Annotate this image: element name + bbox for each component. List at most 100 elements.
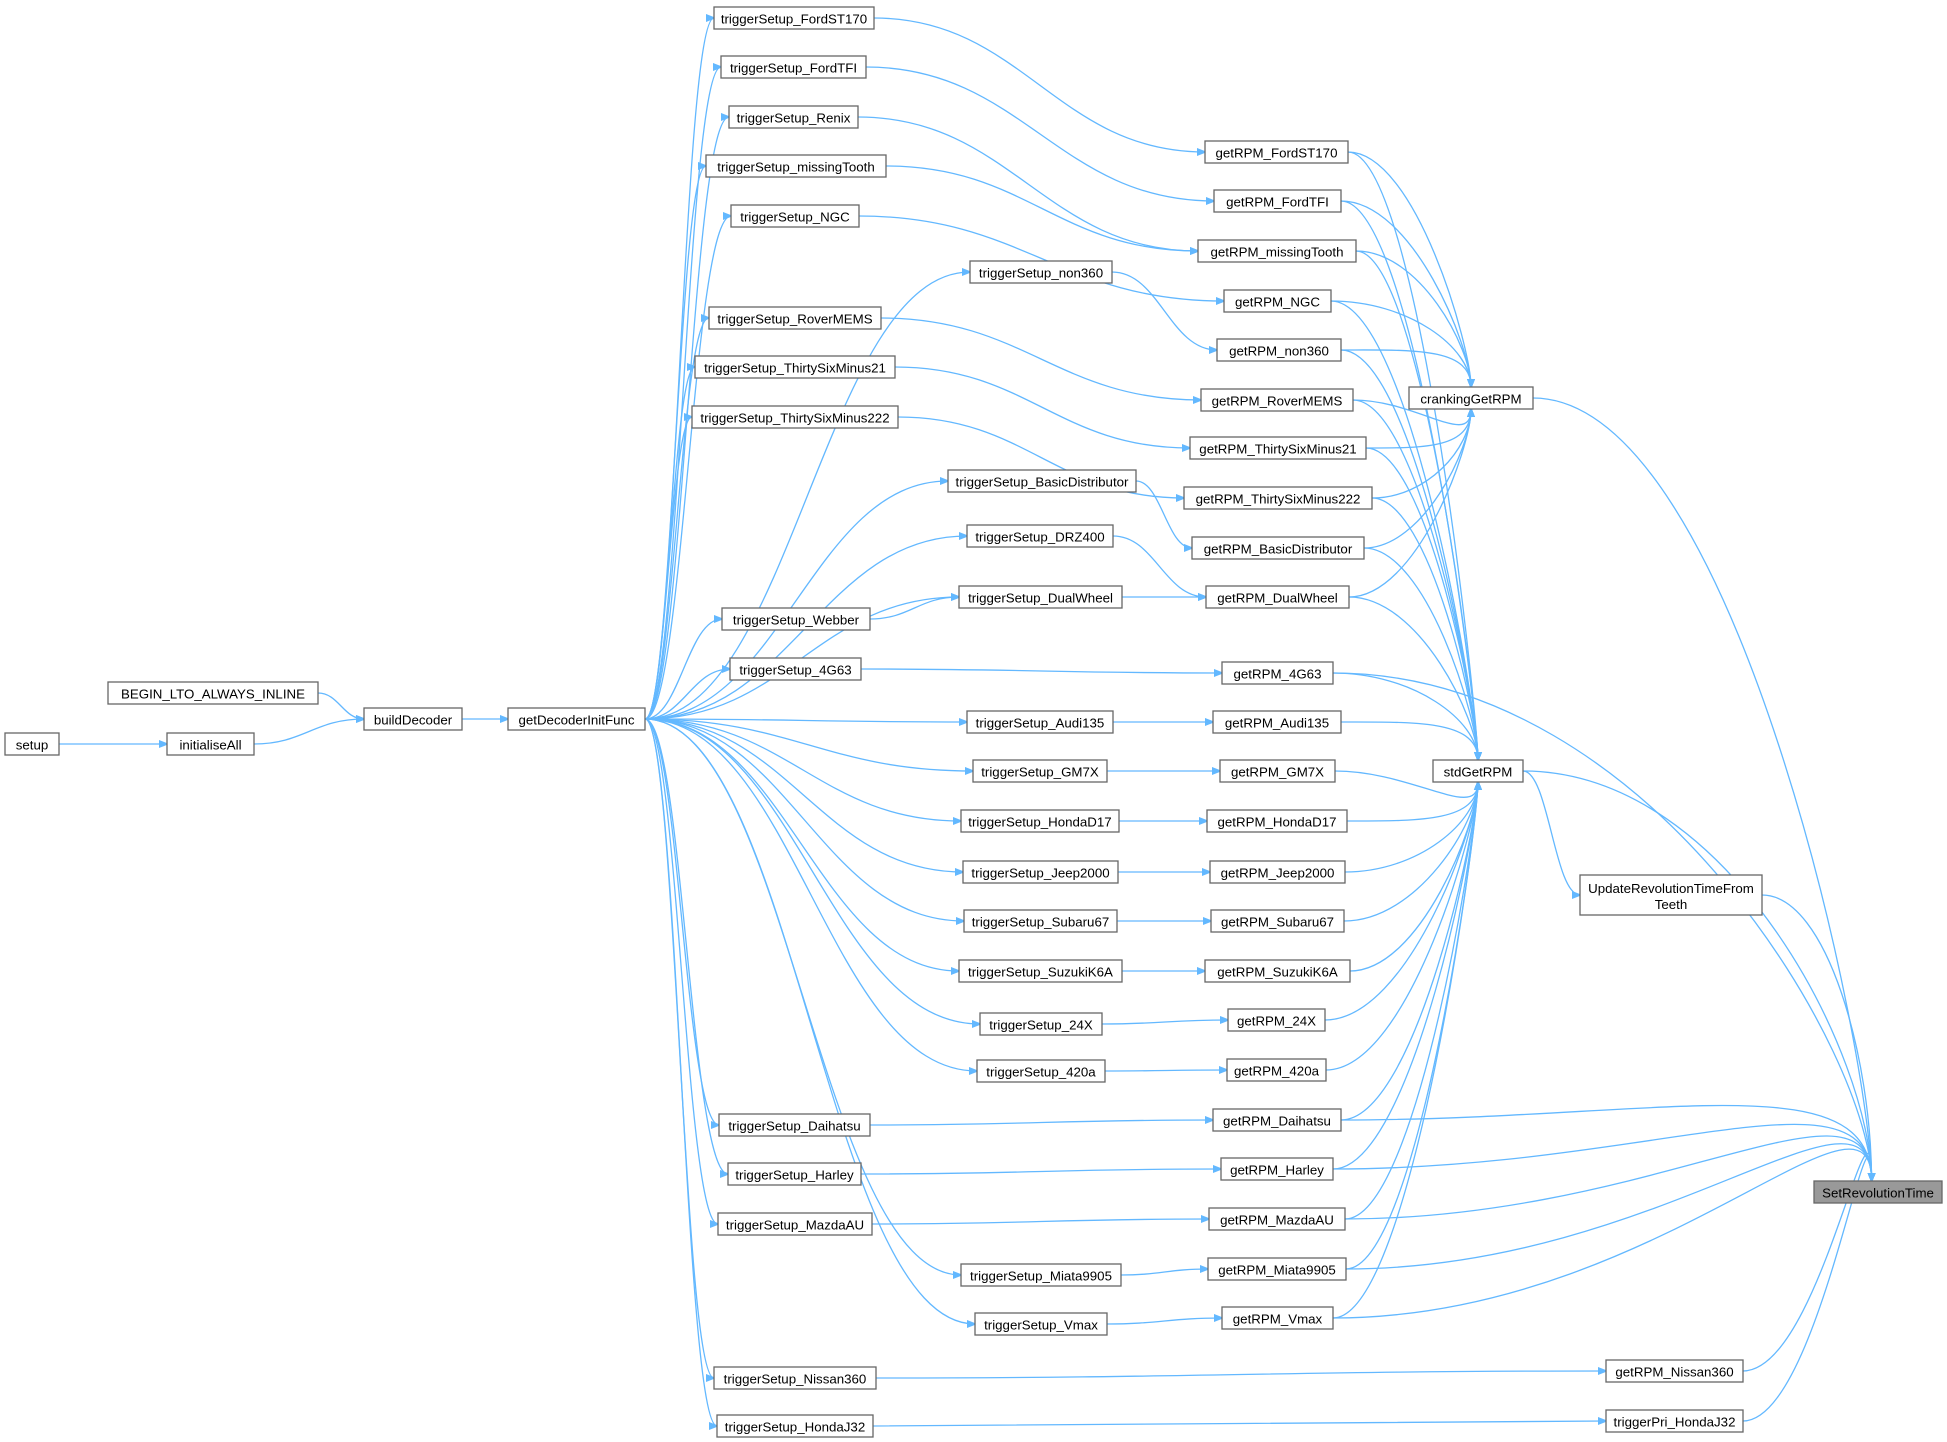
- node-box[interactable]: [694, 355, 896, 379]
- node-box[interactable]: [960, 1263, 1122, 1287]
- node-box[interactable]: [717, 1212, 873, 1236]
- node-g_24X[interactable]: getRPM_24X: [1227, 1008, 1326, 1032]
- node-box[interactable]: [1210, 909, 1345, 933]
- node-ts_420a[interactable]: triggerSetup_420a: [976, 1059, 1106, 1083]
- node-box[interactable]: [1207, 1257, 1347, 1281]
- node-box[interactable]: [1220, 1157, 1334, 1181]
- node-ts_BasicDistributor[interactable]: triggerSetup_BasicDistributor: [947, 469, 1137, 493]
- node-box[interactable]: [728, 105, 859, 129]
- node-ts_Nissan360[interactable]: triggerSetup_Nissan360: [713, 1366, 877, 1390]
- node-ts_Jeep2000[interactable]: triggerSetup_Jeep2000: [962, 860, 1119, 884]
- node-g_4G63[interactable]: getRPM_4G63: [1221, 661, 1334, 685]
- node-ts_non360[interactable]: triggerSetup_non360: [969, 260, 1113, 284]
- node-box[interactable]: [1221, 1306, 1334, 1330]
- node-SetRevolutionTime[interactable]: SetRevolutionTime: [1813, 1180, 1943, 1204]
- node-g_Subaru67[interactable]: getRPM_Subaru67: [1210, 909, 1345, 933]
- node-ts_NGC[interactable]: triggerSetup_NGC: [730, 204, 860, 228]
- node-ts_MazdaAU[interactable]: triggerSetup_MazdaAU: [717, 1212, 873, 1236]
- node-ts_Daihatsu[interactable]: triggerSetup_Daihatsu: [718, 1113, 871, 1137]
- node-ts_Harley[interactable]: triggerSetup_Harley: [727, 1162, 862, 1186]
- node-box[interactable]: [976, 1059, 1106, 1083]
- node-box[interactable]: [166, 732, 255, 756]
- node-ts_Webber[interactable]: triggerSetup_Webber: [721, 607, 871, 631]
- node-box[interactable]: [966, 710, 1114, 734]
- node-box[interactable]: [974, 1312, 1108, 1336]
- node-setup[interactable]: setup: [4, 732, 60, 756]
- node-box[interactable]: [4, 732, 60, 756]
- node-box[interactable]: [1204, 140, 1349, 164]
- node-ts_36m222[interactable]: triggerSetup_ThirtySixMinus222: [691, 405, 899, 429]
- node-box[interactable]: [1579, 874, 1763, 916]
- node-box[interactable]: [721, 607, 871, 631]
- node-box[interactable]: [713, 6, 875, 30]
- node-crankingGetRPM[interactable]: crankingGetRPM: [1408, 386, 1534, 410]
- node-box[interactable]: [1221, 661, 1334, 685]
- node-ts_24X[interactable]: triggerSetup_24X: [979, 1012, 1103, 1036]
- node-box[interactable]: [972, 759, 1108, 783]
- node-box[interactable]: [107, 681, 319, 705]
- node-tp_HondaJ32[interactable]: triggerPri_HondaJ32: [1605, 1409, 1744, 1433]
- node-box[interactable]: [1183, 486, 1373, 510]
- node-box[interactable]: [1208, 1207, 1346, 1231]
- node-box[interactable]: [1605, 1409, 1744, 1433]
- node-box[interactable]: [966, 524, 1114, 548]
- node-box[interactable]: [1212, 710, 1342, 734]
- node-box[interactable]: [1204, 959, 1351, 983]
- node-g_Nissan360[interactable]: getRPM_Nissan360: [1605, 1359, 1744, 1383]
- node-box[interactable]: [960, 809, 1120, 833]
- node-box[interactable]: [1212, 1108, 1342, 1132]
- node-g_36m222[interactable]: getRPM_ThirtySixMinus222: [1183, 486, 1373, 510]
- node-box[interactable]: [1223, 289, 1332, 313]
- node-g_Harley[interactable]: getRPM_Harley: [1220, 1157, 1334, 1181]
- node-box[interactable]: [1213, 189, 1342, 213]
- node-g_NGC[interactable]: getRPM_NGC: [1223, 289, 1332, 313]
- node-box[interactable]: [1200, 388, 1354, 412]
- node-ts_missingTooth[interactable]: triggerSetup_missingTooth: [705, 154, 887, 178]
- node-ts_SuzukiK6A[interactable]: triggerSetup_SuzukiK6A: [958, 959, 1123, 983]
- node-box[interactable]: [1432, 759, 1524, 783]
- node-box[interactable]: [730, 204, 860, 228]
- node-buildDecoder[interactable]: buildDecoder: [363, 707, 463, 731]
- node-stdGetRPM[interactable]: stdGetRPM: [1432, 759, 1524, 783]
- node-g_GM7X[interactable]: getRPM_GM7X: [1219, 759, 1336, 783]
- node-box[interactable]: [963, 909, 1118, 933]
- node-ts_Subaru67[interactable]: triggerSetup_Subaru67: [963, 909, 1118, 933]
- node-box[interactable]: [1219, 759, 1336, 783]
- node-box[interactable]: [705, 154, 887, 178]
- node-ts_Miata9905[interactable]: triggerSetup_Miata9905: [960, 1263, 1122, 1287]
- node-BEGIN_LTO[interactable]: BEGIN_LTO_ALWAYS_INLINE: [107, 681, 319, 705]
- node-ts_GM7X[interactable]: triggerSetup_GM7X: [972, 759, 1108, 783]
- node-g_FordST170[interactable]: getRPM_FordST170: [1204, 140, 1349, 164]
- node-ts_DRZ400[interactable]: triggerSetup_DRZ400: [966, 524, 1114, 548]
- node-ts_HondaD17[interactable]: triggerSetup_HondaD17: [960, 809, 1120, 833]
- node-g_HondaD17[interactable]: getRPM_HondaD17: [1206, 809, 1348, 833]
- node-box[interactable]: [979, 1012, 1103, 1036]
- node-g_DualWheel[interactable]: getRPM_DualWheel: [1205, 585, 1350, 609]
- node-g_Jeep2000[interactable]: getRPM_Jeep2000: [1209, 860, 1346, 884]
- node-ts_Audi135[interactable]: triggerSetup_Audi135: [966, 710, 1114, 734]
- node-g_missingTooth[interactable]: getRPM_missingTooth: [1197, 239, 1357, 263]
- node-ts_DualWheel[interactable]: triggerSetup_DualWheel: [958, 585, 1123, 609]
- node-box[interactable]: [713, 1366, 877, 1390]
- node-ts_4G63[interactable]: triggerSetup_4G63: [729, 657, 862, 681]
- node-box[interactable]: [962, 860, 1119, 884]
- node-g_Audi135[interactable]: getRPM_Audi135: [1212, 710, 1342, 734]
- node-g_36m21[interactable]: getRPM_ThirtySixMinus21: [1189, 436, 1367, 460]
- node-g_Vmax[interactable]: getRPM_Vmax: [1221, 1306, 1334, 1330]
- node-box[interactable]: [958, 959, 1123, 983]
- node-ts_HondaJ32[interactable]: triggerSetup_HondaJ32: [716, 1414, 874, 1438]
- node-box[interactable]: [727, 1162, 862, 1186]
- node-g_Daihatsu[interactable]: getRPM_Daihatsu: [1212, 1108, 1342, 1132]
- node-box[interactable]: [729, 657, 862, 681]
- node-ts_RoverMEMS[interactable]: triggerSetup_RoverMEMS: [708, 306, 882, 330]
- node-box[interactable]: [1216, 338, 1342, 362]
- node-box[interactable]: [720, 55, 867, 79]
- node-g_MazdaAU[interactable]: getRPM_MazdaAU: [1208, 1207, 1346, 1231]
- node-box[interactable]: [1226, 1058, 1327, 1082]
- node-box[interactable]: [1205, 585, 1350, 609]
- node-box[interactable]: [363, 707, 463, 731]
- node-box[interactable]: [1408, 386, 1534, 410]
- node-ts_36m21[interactable]: triggerSetup_ThirtySixMinus21: [694, 355, 896, 379]
- node-g_FordTFI[interactable]: getRPM_FordTFI: [1213, 189, 1342, 213]
